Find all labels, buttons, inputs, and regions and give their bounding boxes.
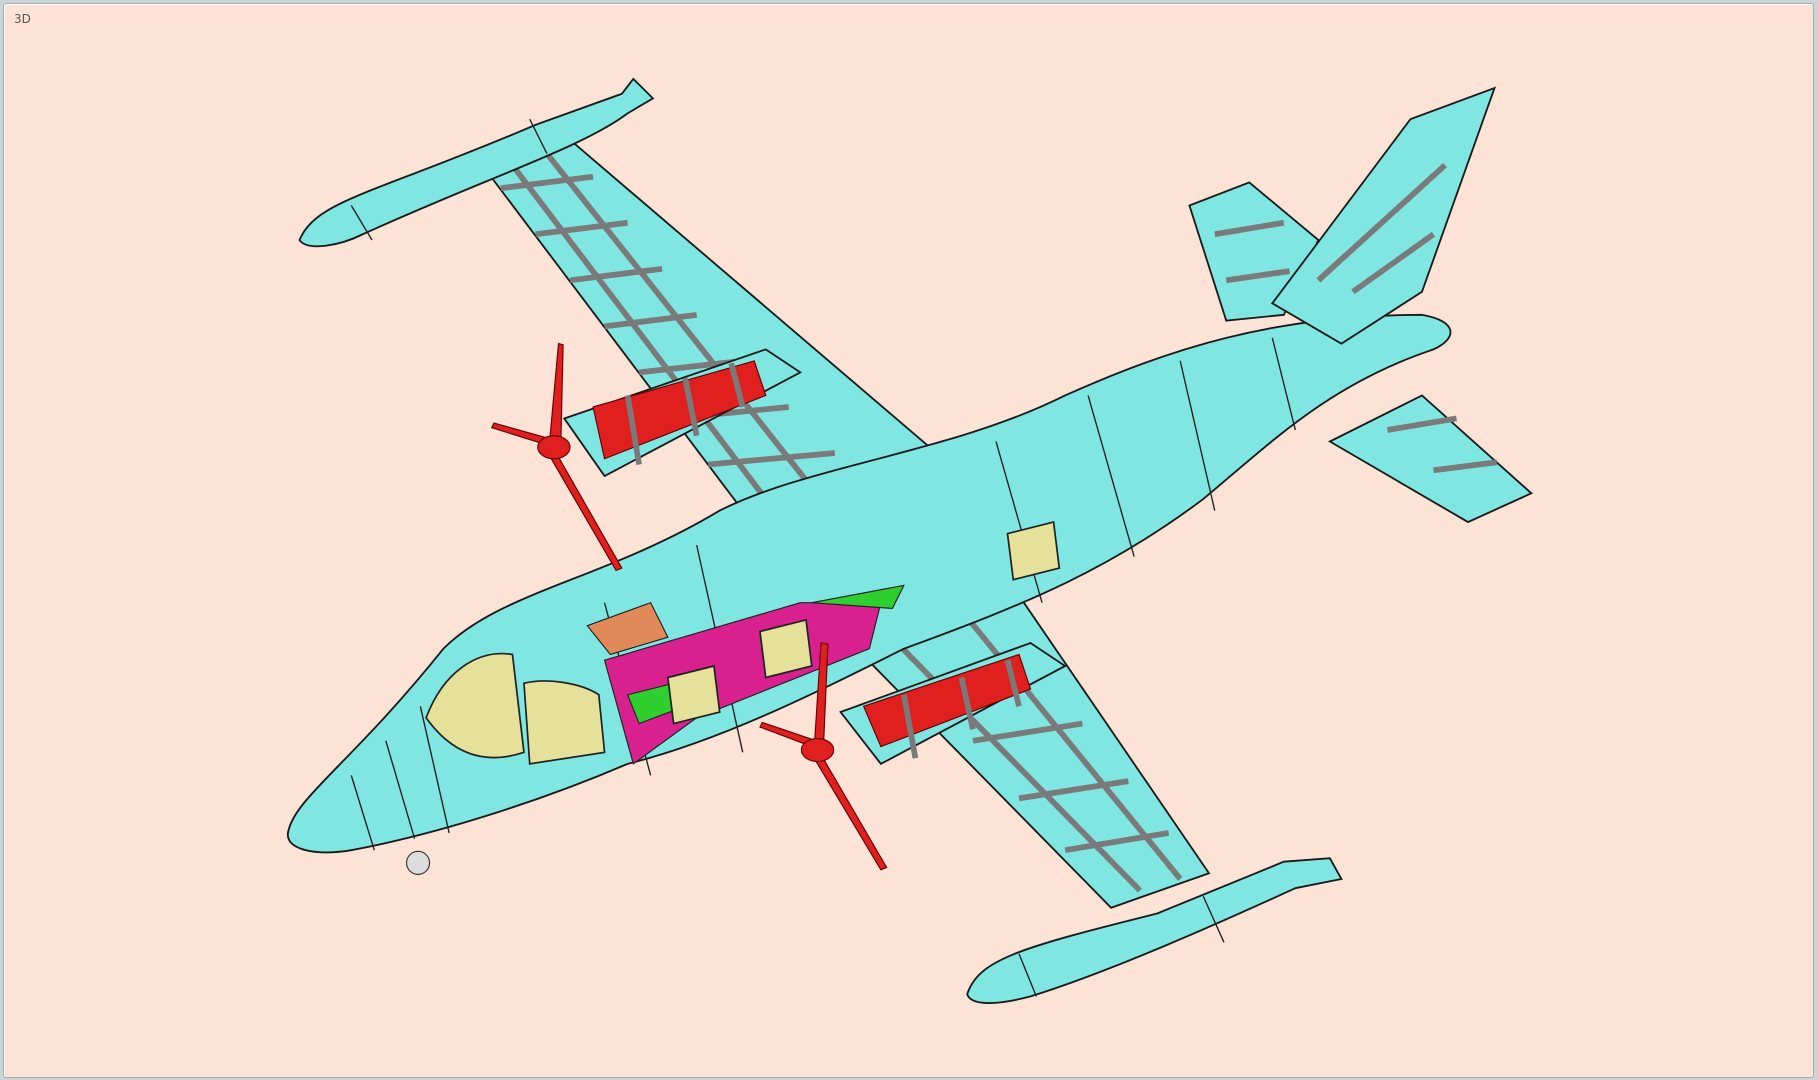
vertical-tail	[1270, 86, 1497, 345]
right-tip-tank	[966, 857, 1343, 1004]
aircraft-model[interactable]	[4, 4, 1813, 1077]
left-engine-nacelle	[562, 348, 803, 478]
left-propeller	[490, 342, 623, 572]
3d-viewport[interactable]: 3D	[3, 3, 1814, 1078]
left-tip-tank	[298, 77, 655, 248]
right-engine-nacelle	[839, 641, 1067, 766]
fuselage	[287, 313, 1452, 875]
view-label: 3D	[14, 12, 31, 26]
right-propeller	[759, 642, 888, 871]
